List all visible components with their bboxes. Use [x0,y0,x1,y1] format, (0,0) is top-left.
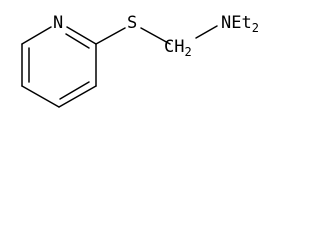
ring-bond-n1-c2-inner [65,33,90,49]
chemical-structure: N S CH2 NEt2 [21,13,259,108]
diethylamino-label: NEt2 [221,13,259,35]
bond-s-ch2 [140,27,171,45]
ring-nitrogen-label: N [53,13,63,33]
bond-c2-s [95,27,126,45]
methylene-subscript: 2 [184,45,191,59]
methylene-label: CH2 [164,37,192,59]
ring-bond-c3-c4 [58,85,97,108]
ring-bond-c6-n1 [21,26,52,45]
ring-bond-n1-c2 [66,26,97,45]
diethylamino-subscript: 2 [252,21,259,35]
ring-bond-c4-c5 [21,85,60,108]
ring-bond-c3-c4-inner [59,81,90,100]
methylene-ch-text: CH [164,37,184,57]
bond-ch2-n [195,25,218,39]
sulfur-label: S [127,13,137,33]
structure-canvas: N S CH2 NEt2 [21,13,259,108]
diethylamino-net-text: NEt [221,13,252,33]
